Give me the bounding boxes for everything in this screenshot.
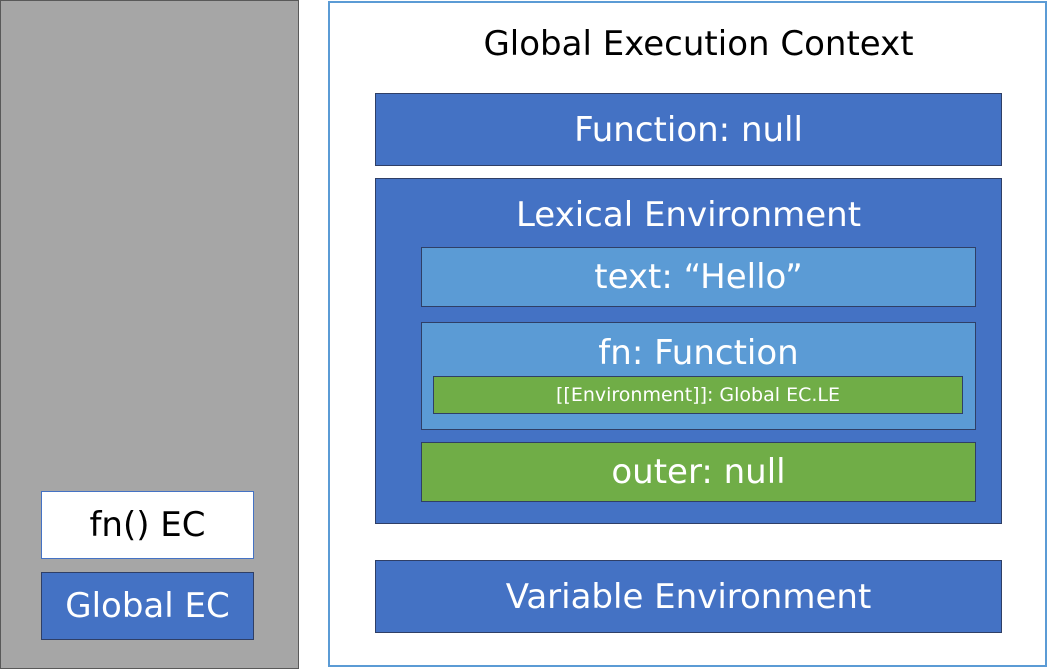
fn-environment-reference-box: [[Environment]]: Global EC.LE	[433, 376, 963, 414]
variable-environment-box: Variable Environment	[375, 560, 1002, 633]
global-execution-context-title: Global Execution Context	[483, 24, 914, 64]
outer-reference-box: outer: null	[421, 442, 976, 502]
fn-binding-label: fn: Function	[598, 333, 799, 373]
stack-item-fn-ec: fn() EC	[41, 491, 254, 559]
function-binding-box: Function: null	[375, 93, 1002, 166]
call-stack-panel	[0, 0, 299, 669]
stack-item-global-ec: Global EC	[41, 572, 254, 640]
text-binding-box: text: “Hello”	[421, 247, 976, 307]
lexical-environment-title: Lexical Environment	[515, 195, 862, 235]
